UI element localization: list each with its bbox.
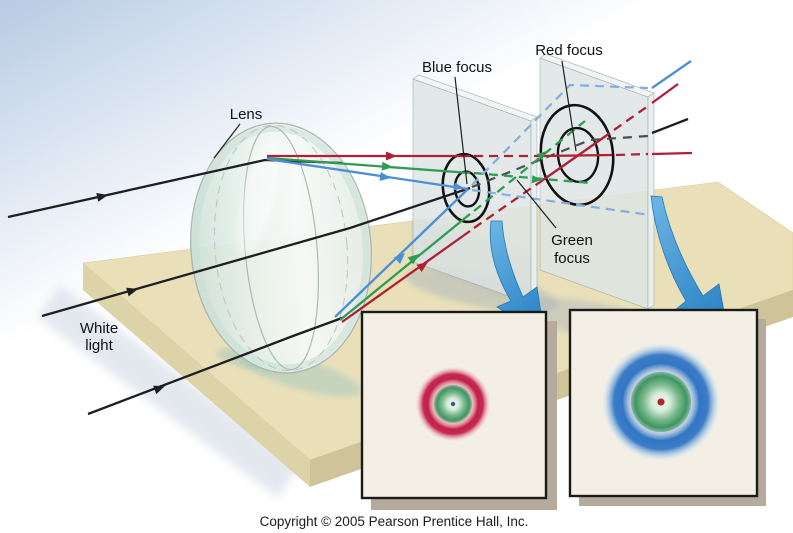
- red-ray-lower-focus: [542, 132, 611, 181]
- green-ray-upper: [266, 156, 471, 175]
- axis-ray-dashed: [471, 134, 649, 189]
- arrowhead-icon: [531, 175, 542, 184]
- lens-rim-tint: [192, 124, 370, 372]
- copyright-text: Copyright © 2005 Pearson Prentice Hall, …: [260, 514, 529, 529]
- table-cast-shadow: [38, 285, 300, 498]
- axis-ray-exit: [651, 117, 689, 135]
- arrowhead-icon: [386, 151, 397, 161]
- blue-ray-lower: [334, 188, 469, 318]
- lens-label: Lens: [230, 106, 263, 123]
- screen1-outer-blur-circle: [441, 152, 491, 224]
- lens-leader-line: [213, 123, 241, 159]
- screen2-face: [539, 57, 649, 310]
- green-focus-label-line2: focus: [554, 250, 590, 267]
- lens-meridian-dashed: [213, 124, 349, 372]
- incoming-ray-arrowheads: [96, 192, 165, 395]
- red-ray-upper-exit: [651, 151, 693, 156]
- green-rays: [266, 120, 591, 321]
- leader-lines: [213, 60, 577, 229]
- arrowhead-icon: [407, 254, 419, 265]
- green-focus-label-line1: Green: [551, 232, 593, 249]
- arrowhead-icon: [379, 171, 391, 181]
- green-ray-lower-dashed: [473, 120, 586, 212]
- blue-focus-dot: [450, 401, 456, 407]
- screen1-right-edge: [530, 116, 538, 305]
- inset-right-focal-pattern: [568, 308, 766, 506]
- green-focus-leader-line: [516, 179, 557, 229]
- lens-highlight: [237, 141, 279, 255]
- blue-ray-upper: [266, 157, 469, 191]
- red-focus-label: Red focus: [535, 42, 603, 59]
- arrowhead-icon: [416, 262, 428, 273]
- red-focus-leader-line: [561, 60, 577, 152]
- screen-2-red-focus: [539, 53, 655, 310]
- screen2-right-edge: [647, 92, 655, 310]
- blue-focus-leader-line: [454, 76, 468, 185]
- green-ray-lower: [339, 213, 471, 321]
- blue-ray-lower-dashed: [471, 83, 649, 186]
- table-front-left-face: [83, 263, 310, 487]
- red-ray-lower-exit: [651, 83, 679, 104]
- green-ray-upper-dashed: [473, 171, 591, 185]
- green-arrowheads: [381, 151, 547, 265]
- arrowhead-icon: [126, 287, 138, 297]
- red-ray-lower-dashed2: [613, 105, 649, 131]
- red-focus-dot: [657, 398, 665, 406]
- white-light-label-line1: White: [80, 320, 118, 337]
- red-rays: [267, 83, 693, 323]
- red-arrowheads: [386, 151, 428, 273]
- incoming-ray-axis: [41, 186, 471, 318]
- arrowhead-icon: [96, 192, 108, 202]
- arrowhead-icon: [381, 161, 393, 171]
- inset-left-focal-pattern: [360, 310, 557, 510]
- red-ray-lower: [341, 230, 471, 323]
- blue-arrowheads: [379, 171, 464, 264]
- white-light-label-line2: light: [85, 337, 113, 354]
- arrowhead-icon: [453, 182, 464, 191]
- blue-focus-label: Blue focus: [422, 59, 492, 76]
- red-ray-upper-dashed2: [615, 152, 649, 157]
- arrowhead-icon: [153, 385, 165, 395]
- arrowhead-icon: [536, 151, 547, 161]
- arrowhead-icon: [393, 253, 405, 264]
- blue-rays: [266, 60, 692, 318]
- blue-ray-lower-exit: [651, 60, 692, 89]
